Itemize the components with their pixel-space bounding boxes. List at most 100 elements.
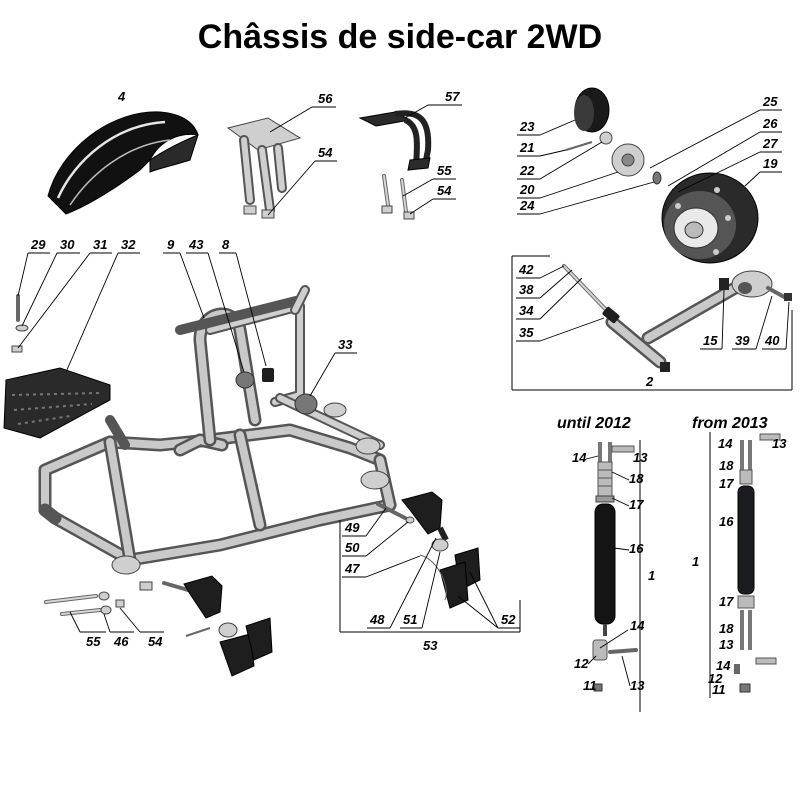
callout-35: 35 (519, 325, 534, 340)
callout-until-18-leader (611, 471, 630, 481)
callout-23-leader (539, 119, 576, 136)
callout-40: 40 (764, 333, 780, 348)
callout-51: 51 (403, 612, 417, 627)
callout-24: 24 (519, 198, 535, 213)
callout-57-leader (404, 104, 429, 119)
callout-50: 50 (345, 540, 360, 555)
callout-46: 46 (113, 634, 129, 649)
callout-from-17-bottom: 17 (719, 594, 734, 609)
callout-43: 43 (188, 237, 204, 252)
callout-20-leader (539, 171, 619, 199)
callout-32-leader (65, 252, 119, 373)
callout-until-12: 12 (574, 656, 589, 671)
swing-arm-part (562, 264, 792, 372)
callout-52-leader-b (457, 595, 499, 629)
clip-31-shape (11, 345, 23, 353)
callout-51-leader (421, 551, 441, 629)
callout-25: 25 (762, 94, 778, 109)
callout-54a: 54 (318, 145, 333, 160)
chassis-frame (38, 285, 397, 591)
callout-until-14-bottom-leader (599, 629, 629, 649)
callout-until-1: 1 (648, 568, 655, 583)
callout-2: 2 (645, 374, 654, 389)
callout-53: 53 (423, 638, 438, 653)
callout-29-leader (17, 252, 29, 297)
callout-until-13-bottom-leader (621, 655, 631, 687)
callout-48-leader (389, 537, 437, 629)
callout-33-leader (309, 352, 336, 397)
callout-until-16-leader (613, 547, 630, 551)
callout-from-13-bottom: 13 (719, 637, 734, 652)
callout-48: 48 (369, 612, 385, 627)
callout-24-leader (539, 181, 655, 215)
callout-52-leader-a (469, 571, 499, 629)
callout-from-18-bottom: 18 (719, 621, 734, 636)
callout-from-13-top: 13 (772, 436, 787, 451)
callout-35-leader (539, 317, 605, 342)
fender-part (47, 111, 199, 215)
callout-23: 23 (519, 119, 535, 134)
callout-55b-leader (69, 611, 81, 633)
callout-54b-leader (409, 198, 434, 215)
callout-30: 30 (60, 237, 75, 252)
callout-from-16: 16 (719, 514, 734, 529)
variant-until-2012-label: until 2012 (557, 415, 631, 432)
callout-31-leader (17, 252, 91, 349)
callout-52: 52 (501, 612, 516, 627)
callout-54a-leader (267, 160, 316, 216)
callout-until-16: 16 (629, 541, 644, 556)
callout-from-14-bottom: 14 (716, 658, 731, 673)
callout-4: 4 (117, 89, 126, 104)
callout-15: 15 (703, 333, 718, 348)
callout-21: 21 (519, 140, 534, 155)
callout-from-11: 11 (712, 682, 726, 697)
callout-55b: 55 (86, 634, 101, 649)
callout-55a-leader (402, 178, 434, 197)
callout-29: 29 (30, 237, 46, 252)
callout-54c: 54 (148, 634, 163, 649)
callout-42: 42 (518, 262, 534, 277)
callout-from-17-top: 17 (719, 476, 734, 491)
page-title: Châssis de side-car 2WD (198, 18, 602, 56)
callout-56: 56 (318, 91, 333, 106)
callout-49-leader (365, 507, 387, 537)
callout-15-leader (721, 289, 725, 350)
callout-26: 26 (762, 116, 778, 131)
callout-21-leader (539, 149, 567, 157)
callout-until-14-bottom: 14 (630, 618, 645, 633)
callout-until-13-bottom: 13 (630, 678, 645, 693)
callout-until-13-top: 13 (633, 450, 648, 465)
callout-25-leader (649, 109, 761, 169)
callout-from-18-top: 18 (719, 458, 734, 473)
callout-8: 8 (222, 237, 230, 252)
callout-22: 22 (519, 163, 535, 178)
callout-34-leader (539, 277, 583, 320)
callout-38: 38 (519, 282, 534, 297)
callout-26-leader (667, 131, 761, 187)
callout-8-leader (235, 252, 267, 367)
callout-39: 39 (735, 333, 750, 348)
callout-46-leader (103, 613, 111, 633)
callout-49: 49 (344, 520, 360, 535)
callout-from-1: 1 (692, 554, 699, 569)
callout-56-leader (269, 106, 313, 133)
wheel-hub-assembly (565, 87, 759, 264)
callout-39-leader (755, 295, 773, 350)
callout-20: 20 (519, 182, 535, 197)
shock-absorber-from-2013 (734, 433, 781, 693)
callout-from-14-top: 14 (718, 436, 733, 451)
fender-bracket-part (226, 117, 302, 219)
callout-until-17-leader (611, 497, 630, 507)
callout-31: 31 (93, 237, 107, 252)
callout-until-12-leader (587, 655, 597, 665)
callout-27-leader (677, 151, 761, 193)
shock-absorber-until-2012 (592, 442, 638, 692)
callout-34: 34 (519, 303, 534, 318)
callout-19: 19 (763, 156, 778, 171)
callout-19-leader (744, 171, 761, 187)
callout-43-leader (207, 252, 245, 373)
callout-54b: 54 (437, 183, 452, 198)
callout-22-leader (539, 141, 603, 180)
callout-until-14-top: 14 (572, 450, 587, 465)
